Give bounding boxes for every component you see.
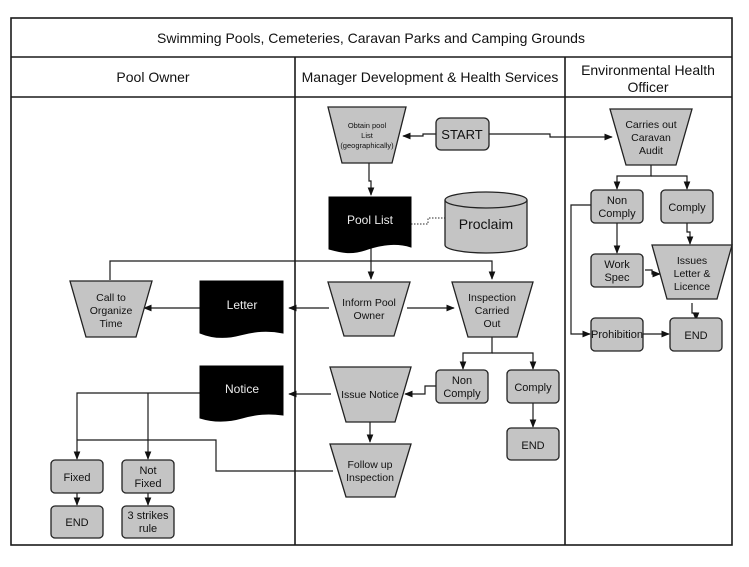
svg-text:Caravan: Caravan bbox=[631, 132, 671, 144]
node-issue-notice[interactable]: Issue Notice bbox=[329, 366, 412, 423]
node-owner-end[interactable]: END bbox=[50, 505, 104, 539]
svg-text:Issue Notice: Issue Notice bbox=[341, 389, 399, 401]
arrow-start-to-obtain bbox=[402, 132, 436, 140]
node-eho-end[interactable]: END bbox=[669, 317, 723, 352]
node-not-fixed[interactable]: Not Fixed bbox=[121, 459, 175, 494]
node-carries-out-audit[interactable]: Carries out Caravan Audit bbox=[609, 108, 693, 166]
connectors bbox=[73, 132, 700, 506]
arrow-notice-to-fixed bbox=[73, 392, 200, 460]
svg-text:Comply: Comply bbox=[514, 382, 552, 394]
lane-header-eho-line2: Officer bbox=[628, 79, 669, 95]
arrow-workspec-to-issuesletter bbox=[645, 269, 661, 278]
node-obtain-pool-list[interactable]: Obtain pool List (geographically) bbox=[327, 106, 407, 164]
svg-text:Non: Non bbox=[452, 375, 472, 387]
arrow-obtain-to-poollist bbox=[367, 163, 375, 196]
svg-text:Comply: Comply bbox=[598, 208, 636, 220]
svg-text:Spec: Spec bbox=[604, 272, 630, 284]
node-letter-document[interactable]: Letter bbox=[199, 280, 284, 338]
outer-border bbox=[10, 17, 733, 546]
svg-text:rule: rule bbox=[139, 523, 157, 535]
arrow-comply-to-issuesletter bbox=[686, 222, 694, 245]
arrow-noncomply-to-issuenotice bbox=[404, 385, 436, 398]
svg-text:Inspection: Inspection bbox=[346, 472, 394, 484]
svg-text:Obtain pool: Obtain pool bbox=[348, 121, 387, 130]
svg-text:Out: Out bbox=[484, 318, 501, 330]
node-follow-up-inspection[interactable]: Follow up Inspection bbox=[329, 443, 412, 498]
svg-text:Licence: Licence bbox=[674, 281, 710, 293]
arrow-inspection-to-comply bbox=[492, 352, 537, 370]
node-inform-pool-owner[interactable]: Inform Pool Owner bbox=[327, 281, 411, 337]
svg-text:Audit: Audit bbox=[639, 145, 663, 157]
svg-text:3 strikes: 3 strikes bbox=[128, 510, 169, 522]
svg-text:Non: Non bbox=[607, 195, 627, 207]
svg-text:Call to: Call to bbox=[96, 292, 126, 304]
arrow-start-to-audit bbox=[489, 133, 613, 141]
node-mgr-end[interactable]: END bbox=[506, 427, 560, 461]
svg-text:Inform Pool: Inform Pool bbox=[342, 297, 396, 309]
node-eho-non-comply[interactable]: Non Comply bbox=[590, 189, 644, 224]
arrow-inspection-to-noncomply bbox=[459, 337, 493, 370]
svg-text:Proclaim: Proclaim bbox=[459, 216, 513, 232]
node-proclaim-database[interactable]: Proclaim bbox=[444, 191, 528, 254]
svg-text:Letter &: Letter & bbox=[674, 268, 711, 280]
svg-text:Time: Time bbox=[100, 318, 123, 330]
node-prohibition[interactable]: Prohibition bbox=[590, 317, 644, 352]
lane-header-pool-owner: Pool Owner bbox=[116, 69, 189, 85]
node-work-spec[interactable]: Work Spec bbox=[590, 253, 644, 288]
node-notice-document[interactable]: Notice bbox=[199, 365, 284, 422]
svg-text:Organize: Organize bbox=[90, 305, 133, 317]
line-call-to-branch bbox=[109, 260, 371, 280]
svg-text:Not: Not bbox=[139, 465, 156, 477]
svg-text:Notice: Notice bbox=[225, 382, 259, 396]
svg-text:Comply: Comply bbox=[443, 388, 481, 400]
svg-text:Pool List: Pool List bbox=[347, 213, 394, 227]
svg-text:Carried: Carried bbox=[475, 305, 510, 317]
lane-header-eho-line1: Environmental Health bbox=[581, 62, 715, 78]
svg-text:Follow up: Follow up bbox=[348, 459, 393, 471]
line-followup-to-branch bbox=[77, 439, 333, 472]
svg-text:Prohibition: Prohibition bbox=[591, 329, 643, 341]
link-poollist-proclaim bbox=[411, 217, 445, 225]
svg-text:Work: Work bbox=[604, 259, 630, 271]
svg-text:List: List bbox=[361, 131, 374, 140]
node-issues-letter-licence[interactable]: Issues Letter & Licence bbox=[651, 244, 733, 300]
node-start[interactable]: START bbox=[435, 117, 490, 151]
node-call-to-organize-time[interactable]: Call to Organize Time bbox=[69, 280, 153, 338]
svg-text:(geographically): (geographically) bbox=[340, 141, 394, 150]
diagram-title: Swimming Pools, Cemeteries, Caravan Park… bbox=[157, 30, 585, 46]
svg-text:Letter: Letter bbox=[227, 298, 258, 312]
svg-text:Comply: Comply bbox=[668, 202, 706, 214]
svg-text:START: START bbox=[441, 127, 482, 142]
svg-text:END: END bbox=[521, 440, 544, 452]
node-pool-list-document[interactable]: Pool List bbox=[328, 196, 412, 254]
svg-text:Fixed: Fixed bbox=[64, 472, 91, 484]
arrow-issuesletter-to-end bbox=[691, 303, 700, 321]
node-inspection-carried-out[interactable]: Inspection Carried Out bbox=[451, 281, 534, 338]
arrow-poollist-to-inspection bbox=[371, 260, 496, 280]
node-fixed[interactable]: Fixed bbox=[50, 459, 104, 494]
svg-text:Inspection: Inspection bbox=[468, 292, 516, 304]
svg-text:END: END bbox=[65, 517, 88, 529]
node-three-strikes-rule[interactable]: 3 strikes rule bbox=[121, 505, 175, 539]
svg-text:Owner: Owner bbox=[354, 310, 385, 322]
arrow-audit-to-noncomply bbox=[613, 165, 652, 190]
svg-text:END: END bbox=[684, 330, 707, 342]
svg-text:Issues: Issues bbox=[677, 255, 707, 267]
node-eho-comply[interactable]: Comply bbox=[660, 189, 714, 224]
node-mgr-non-comply[interactable]: Non Comply bbox=[435, 369, 489, 404]
swimlane-frame bbox=[10, 17, 733, 546]
node-mgr-comply[interactable]: Comply bbox=[506, 369, 560, 404]
svg-text:Fixed: Fixed bbox=[135, 478, 162, 490]
arrow-noncomply-to-prohibition bbox=[570, 204, 591, 338]
lane-header-manager: Manager Development & Health Services bbox=[302, 69, 559, 85]
svg-text:Carries out: Carries out bbox=[625, 119, 676, 131]
arrow-audit-to-comply bbox=[651, 175, 691, 190]
